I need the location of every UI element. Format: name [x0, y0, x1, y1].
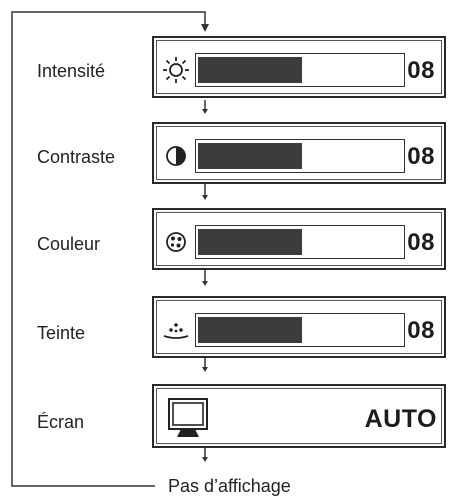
color-panel-inner: 08 — [156, 212, 442, 266]
contrast-level-bar[interactable] — [195, 139, 405, 173]
color-label: Couleur — [37, 234, 101, 254]
tint-level-fill — [198, 317, 303, 343]
tint-panel-inner: 08 — [156, 300, 442, 354]
color-level-fill — [198, 229, 303, 255]
no-display-label: Pas d’affichage — [168, 476, 291, 496]
contrast-icon — [161, 141, 191, 171]
intensity-level-fill — [198, 57, 303, 83]
intensity-label: Intensité — [37, 61, 106, 81]
screen-value: AUTO — [364, 405, 437, 433]
color-panel[interactable]: 08 — [152, 208, 446, 270]
contrast-value: 08 — [407, 143, 435, 170]
color-value: 08 — [407, 229, 435, 256]
color-palette-icon — [161, 227, 191, 257]
screen-label: Écran — [37, 412, 85, 432]
screen-panel-inner: AUTO — [156, 388, 442, 444]
intensity-value: 08 — [407, 57, 435, 84]
contrast-panel-inner: 08 — [156, 126, 442, 180]
contrast-label: Contraste — [37, 147, 116, 167]
tint-value: 08 — [407, 317, 435, 344]
contrast-panel[interactable]: 08 — [152, 122, 446, 184]
brightness-sun-icon — [161, 55, 191, 85]
tint-icon — [161, 315, 191, 345]
intensity-panel-inner: 08 — [156, 40, 442, 94]
tint-label: Teinte — [37, 323, 86, 343]
tint-level-bar[interactable] — [195, 313, 405, 347]
screen-panel[interactable]: AUTO — [152, 384, 446, 448]
intensity-level-bar[interactable] — [195, 53, 405, 87]
tint-panel[interactable]: 08 — [152, 296, 446, 358]
intensity-panel[interactable]: 08 — [152, 36, 446, 98]
color-level-bar[interactable] — [195, 225, 405, 259]
monitor-icon — [165, 397, 211, 441]
contrast-level-fill — [198, 143, 303, 169]
